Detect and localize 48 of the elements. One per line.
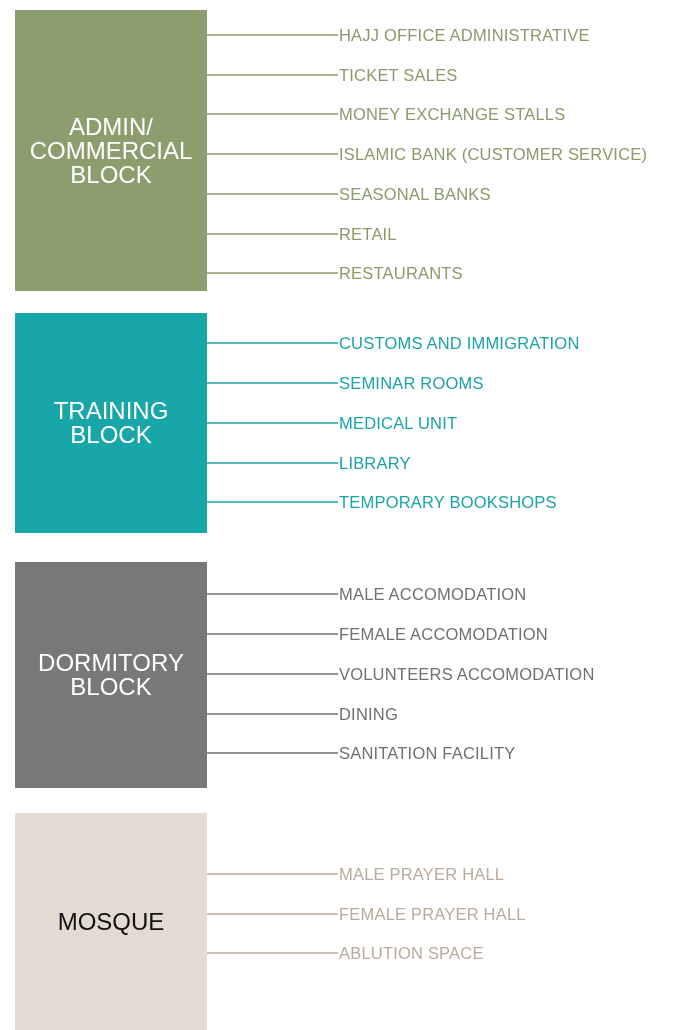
connector-line [206, 501, 339, 503]
connector-line [206, 462, 339, 464]
item-label: FEMALE PRAYER HALL [339, 904, 526, 924]
block-title: ADMIN/ COMMERCIAL BLOCK [28, 114, 194, 187]
item-label: FEMALE ACCOMODATION [339, 624, 548, 644]
connector-line [206, 113, 339, 115]
connector-line [206, 873, 339, 875]
connector-line [206, 193, 339, 195]
item-label: MALE PRAYER HALL [339, 864, 505, 884]
connector-line [206, 342, 339, 344]
connector-line [206, 34, 339, 36]
item-label: SANITATION FACILITY [339, 743, 516, 763]
item-label: MONEY EXCHANGE STALLS [339, 104, 566, 124]
block-box [15, 813, 207, 1030]
block-title: DORMITORY BLOCK [37, 651, 185, 699]
item-label: VOLUNTEERS ACCOMODATION [339, 664, 595, 684]
item-label: RETAIL [339, 224, 397, 244]
block-box [15, 562, 207, 788]
item-label: MALE ACCOMODATION [339, 584, 527, 604]
item-label: SEMINAR ROOMS [339, 373, 484, 393]
item-label: HAJJ OFFICE ADMINISTRATIVE [339, 25, 590, 45]
connector-line [206, 633, 339, 635]
block-title: TRAINING BLOCK [52, 399, 170, 447]
item-label: ABLUTION SPACE [339, 943, 484, 963]
connector-line [206, 713, 339, 715]
item-label: RESTAURANTS [339, 263, 463, 283]
item-label: TEMPORARY BOOKSHOPS [339, 492, 557, 512]
connector-line [206, 593, 339, 595]
item-label: SEASONAL BANKS [339, 184, 491, 204]
connector-line [206, 382, 339, 384]
item-label: MEDICAL UNIT [339, 413, 458, 433]
connector-line [206, 752, 339, 754]
item-label: TICKET SALES [339, 65, 458, 85]
connector-line [206, 422, 339, 424]
item-label: ISLAMIC BANK (CUSTOMER SERVICE) [339, 144, 648, 164]
block-title: MOSQUE [56, 909, 166, 934]
connector-line [206, 673, 339, 675]
item-label: CUSTOMS AND IMMIGRATION [339, 333, 580, 353]
connector-line [206, 952, 339, 954]
block-box [15, 10, 207, 291]
connector-line [206, 913, 339, 915]
connector-line [206, 153, 339, 155]
item-label: DINING [339, 704, 398, 724]
connector-line [206, 74, 339, 76]
item-label: LIBRARY [339, 453, 411, 473]
block-box [15, 313, 207, 533]
connector-line [206, 272, 339, 274]
connector-line [206, 233, 339, 235]
